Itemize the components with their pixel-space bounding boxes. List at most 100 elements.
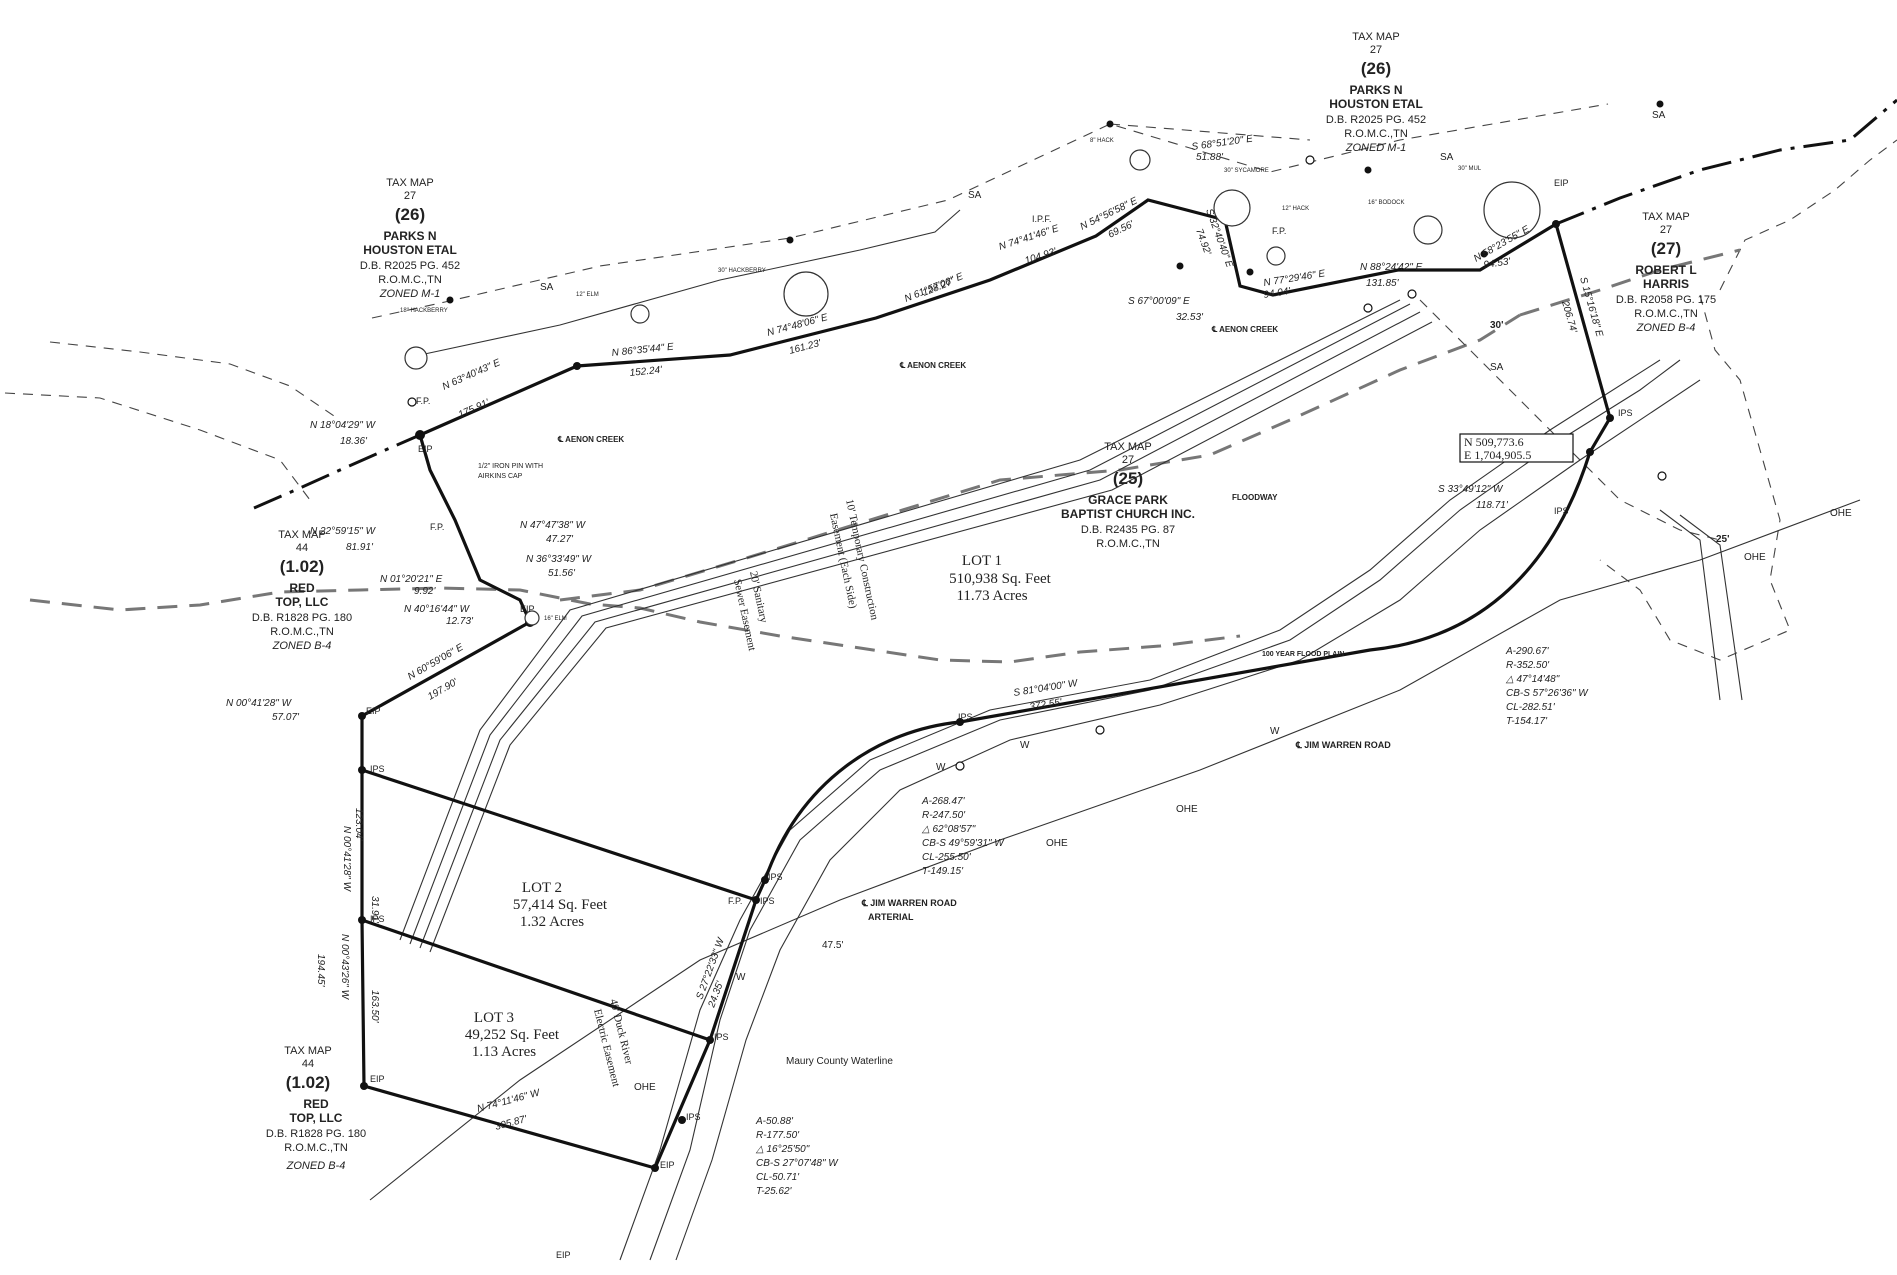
curve-line: T-154.17' bbox=[1506, 716, 1548, 727]
sa-line-right bbox=[1419, 299, 1721, 541]
gray-boundary-right bbox=[1599, 294, 1791, 661]
curve-line: △ 16°25'50" bbox=[755, 1144, 810, 1155]
lot2-lot3-line bbox=[361, 918, 711, 1042]
distance-text: 9.92' bbox=[414, 586, 436, 597]
gray-boundary-left bbox=[49, 341, 341, 421]
ohe-label: OHE bbox=[1176, 804, 1198, 815]
sa-label: SA bbox=[540, 282, 554, 293]
tax-map-number: 27 bbox=[404, 190, 416, 202]
lot-area: 57,414 Sq. Feet bbox=[513, 897, 608, 913]
flood-plain-label: 100 YEAR FLOOD PLAIN bbox=[1262, 651, 1344, 658]
sa-branch-right2 bbox=[1679, 514, 1743, 701]
ips-label: IPS bbox=[768, 872, 783, 882]
pin bbox=[955, 761, 965, 771]
tree-label: 30" HACKBERRY bbox=[718, 268, 766, 274]
distance-text: 51.88' bbox=[1196, 152, 1224, 163]
pin bbox=[1364, 166, 1372, 174]
west-boundary-upper bbox=[418, 434, 532, 623]
tax-map-number: 27 bbox=[1660, 224, 1672, 236]
sewer-easement-line-c bbox=[419, 311, 1421, 949]
pin bbox=[358, 766, 366, 774]
w-label: W bbox=[936, 762, 946, 773]
sewer-easement-line-d bbox=[429, 321, 1433, 953]
sa-branch-right bbox=[1659, 509, 1721, 701]
bearing-text: N 36°33'49" W bbox=[526, 554, 593, 565]
pin bbox=[358, 916, 366, 924]
owner-line-1: RED bbox=[303, 1097, 329, 1111]
owner-line-2: HOUSTON ETAL bbox=[363, 243, 457, 257]
fp-label: F.P. bbox=[728, 896, 742, 906]
ohe-label: OHE bbox=[1046, 838, 1068, 849]
sa-label: SA bbox=[1440, 152, 1454, 163]
gray-boundary-right2 bbox=[1719, 139, 1897, 291]
road-label: ℄ JIM WARREN ROAD bbox=[861, 898, 957, 908]
tree-icon bbox=[404, 346, 428, 370]
distance-text: 194.45' bbox=[315, 954, 326, 988]
parcel-number: (1.02) bbox=[280, 557, 324, 576]
north-boundary bbox=[419, 198, 1557, 437]
curve-line: R-177.50' bbox=[756, 1130, 800, 1141]
curve-line: A-50.88' bbox=[755, 1116, 794, 1127]
romc: R.O.M.C.,TN bbox=[284, 1142, 348, 1154]
distance-text: 57.07' bbox=[272, 712, 300, 723]
deed-book: D.B. R2058 PG. 175 bbox=[1616, 294, 1716, 306]
pin bbox=[1407, 289, 1417, 299]
distance-text: 74.92' bbox=[1193, 227, 1213, 257]
flood-plain-line bbox=[29, 586, 1241, 664]
bearing-text: N 00°41'28" W bbox=[226, 698, 293, 709]
owner-line-1: PARKS N bbox=[1349, 83, 1402, 97]
owner-line-1: PARKS N bbox=[383, 229, 436, 243]
zoning: ZONED M-1 bbox=[379, 288, 441, 300]
tax-map-label: TAX MAP bbox=[386, 177, 433, 189]
curve-line: △ 62°08'57" bbox=[921, 824, 976, 835]
tree-icon bbox=[1266, 246, 1286, 266]
lot-2-label: LOT 2 57,414 Sq. Feet 1.32 Acres bbox=[513, 880, 608, 930]
eip-label: EIP bbox=[1554, 178, 1569, 188]
gray-boundary-left2 bbox=[4, 392, 311, 501]
lot1-lot2-line bbox=[361, 768, 757, 902]
bearing-text: S 68°51'20" E bbox=[1191, 133, 1254, 153]
coordinate-box bbox=[1459, 433, 1574, 463]
owner-line-2: BAPTIST CHURCH INC. bbox=[1061, 507, 1195, 521]
pin bbox=[761, 876, 769, 884]
pin bbox=[678, 1116, 686, 1124]
tax-map-number: 27 bbox=[1122, 454, 1134, 466]
tax-map-label: TAX MAP bbox=[284, 1045, 331, 1057]
fp-label: F.P. bbox=[416, 396, 430, 406]
owner-line-1: ROBERT L bbox=[1635, 263, 1696, 277]
bearing-text: S 15°16'18" E bbox=[1577, 276, 1605, 339]
pins bbox=[358, 100, 1667, 1172]
bearing-text: N 00°43'26" W bbox=[339, 934, 350, 1001]
zoning: ZONED B-4 bbox=[1636, 322, 1696, 334]
bearing-text: N 74°11'46" W bbox=[476, 1087, 542, 1115]
tree-icon bbox=[630, 304, 650, 324]
tree-icon bbox=[1483, 181, 1541, 239]
distance-text: 206.74' bbox=[1559, 299, 1579, 335]
curve-line: CB-S 27°07'48" W bbox=[756, 1158, 839, 1169]
pin bbox=[407, 397, 417, 407]
eip-label: EIP bbox=[366, 706, 381, 716]
iron-pin-label: AIRKINS CAP bbox=[478, 473, 523, 480]
tree-label: 16" ELM bbox=[544, 616, 567, 622]
curve-line: A-268.47' bbox=[921, 796, 966, 807]
owner-line-2: TOP, LLC bbox=[290, 1111, 343, 1125]
parcel-number: (26) bbox=[1361, 59, 1391, 78]
aenon-creek-centerline-right bbox=[1555, 98, 1897, 226]
lot-area: 49,252 Sq. Feet bbox=[465, 1027, 560, 1043]
distance-text: 94.04' bbox=[1263, 286, 1292, 301]
pin bbox=[1606, 414, 1614, 422]
deed-book: D.B. R2435 PG. 87 bbox=[1081, 524, 1175, 536]
curve-line: CL-282.51' bbox=[1506, 702, 1556, 713]
trees bbox=[404, 149, 1541, 626]
aenon-creek-label: ℄ AENON CREEK bbox=[899, 361, 966, 370]
w-label: W bbox=[736, 972, 746, 983]
deed-book: D.B. R2025 PG. 452 bbox=[360, 260, 460, 272]
sanitary-sewer-line bbox=[371, 103, 1609, 319]
distance-text: 47.27' bbox=[546, 534, 574, 545]
tree-label: 12" HACK bbox=[1282, 206, 1309, 212]
pin bbox=[415, 430, 425, 440]
ips-label: IPS bbox=[686, 1112, 701, 1122]
curve-line: T-149.15' bbox=[922, 866, 964, 877]
coordinate-n: N 509,773.6 bbox=[1464, 435, 1524, 449]
d25-label: 25' bbox=[1716, 534, 1730, 545]
